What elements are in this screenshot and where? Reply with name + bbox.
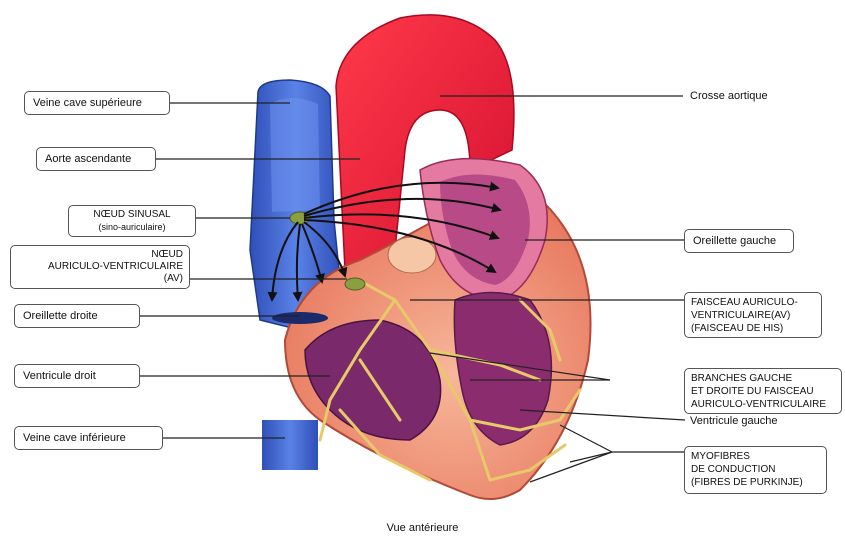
valve	[388, 237, 436, 273]
av-node	[345, 278, 365, 290]
inferior-vena-cava-shape	[262, 420, 318, 470]
faisceau-line1: FAISCEAU AURICULO-	[691, 296, 815, 309]
label-oreillette-droite: Oreillette droite	[14, 304, 140, 328]
vena-cava-inner	[270, 98, 320, 212]
noeud-sinusal-line2: (sino-auriculaire)	[75, 221, 189, 233]
noeud-av-line1: NŒUD	[17, 249, 183, 261]
myofibres-line1: MYOFIBRES	[691, 450, 820, 463]
noeud-av-line3: (AV)	[17, 273, 183, 285]
myofibres-line2: DE CONDUCTION	[691, 463, 820, 476]
faisceau-line2: VENTRICULAIRE(AV)	[691, 309, 815, 322]
label-veine-cave-superieure: Veine cave supérieure	[24, 91, 170, 115]
label-noeud-av: NŒUD AURICULO-VENTRICULAIRE (AV)	[10, 245, 190, 289]
label-ventricule-gauche: Ventricule gauche	[690, 415, 777, 427]
caption: Vue antérieure	[0, 522, 845, 534]
label-oreillette-gauche: Oreillette gauche	[684, 229, 794, 253]
branches-line3: AURICULO-VENTRICULAIRE	[691, 398, 835, 411]
label-branches: BRANCHES GAUCHE ET DROITE DU FAISCEAU AU…	[684, 368, 842, 414]
label-veine-cave-inferieure: Veine cave inférieure	[14, 426, 163, 450]
label-ventricule-droit: Ventricule droit	[14, 364, 140, 388]
noeud-av-line2: AURICULO-VENTRICULAIRE	[17, 261, 183, 273]
right-atrium-floor	[272, 312, 328, 324]
faisceau-line3: (FAISCEAU DE HIS)	[691, 322, 815, 335]
myofibres-line3: (FIBRES DE PURKINJE)	[691, 476, 820, 489]
noeud-sinusal-line1: NŒUD SINUSAL	[75, 209, 189, 221]
label-aorte-ascendante: Aorte ascendante	[36, 147, 156, 171]
branches-line2: ET DROITE DU FAISCEAU	[691, 385, 835, 398]
label-noeud-sinusal: NŒUD SINUSAL (sino-auriculaire)	[68, 205, 196, 237]
label-myofibres: MYOFIBRES DE CONDUCTION (FIBRES DE PURKI…	[684, 446, 827, 494]
label-faisceau-av: FAISCEAU AURICULO- VENTRICULAIRE(AV) (FA…	[684, 292, 822, 338]
label-crosse-aortique: Crosse aortique	[690, 90, 768, 102]
branches-line1: BRANCHES GAUCHE	[691, 372, 835, 385]
